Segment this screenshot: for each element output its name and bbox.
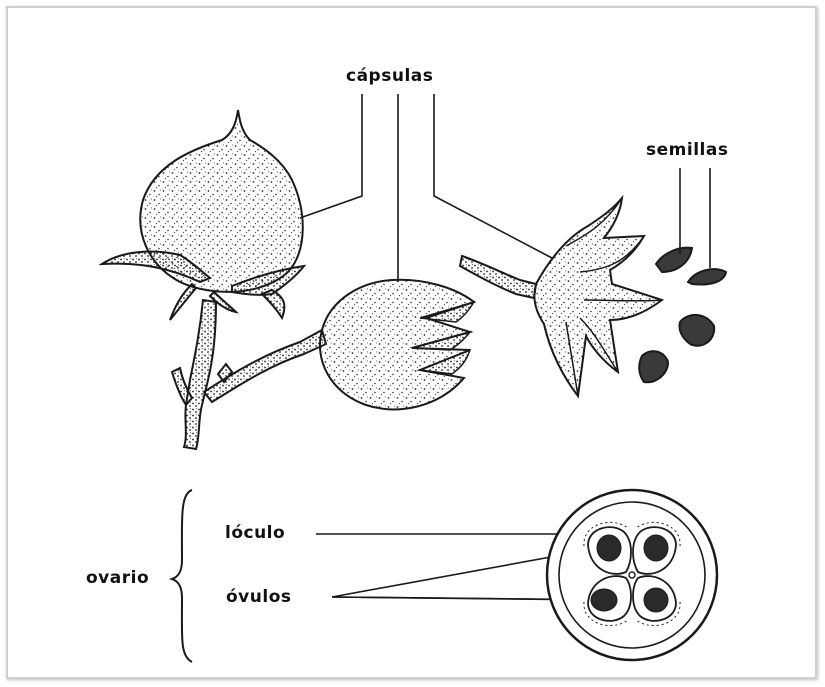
ovary-cross-section-icon: [547, 490, 717, 660]
label-loculo: lóculo: [225, 523, 285, 543]
label-ovario: ovario: [86, 568, 149, 588]
seed-icon: [639, 351, 668, 382]
seed-icon: [656, 248, 692, 272]
label-semillas: semillas: [646, 140, 728, 160]
opening-capsule-icon: [320, 280, 474, 410]
closed-capsule-icon: [102, 110, 304, 320]
label-ovulos: óvulos: [226, 587, 292, 607]
brace-icon: [172, 490, 192, 662]
ovule: [644, 588, 668, 612]
seed-icon: [688, 269, 726, 284]
seed-icon: [679, 315, 714, 346]
ovule: [597, 535, 621, 561]
ovule: [591, 589, 617, 611]
seeds: [639, 248, 726, 383]
label-capsulas: cápsulas: [346, 66, 433, 86]
ovule: [644, 535, 668, 561]
